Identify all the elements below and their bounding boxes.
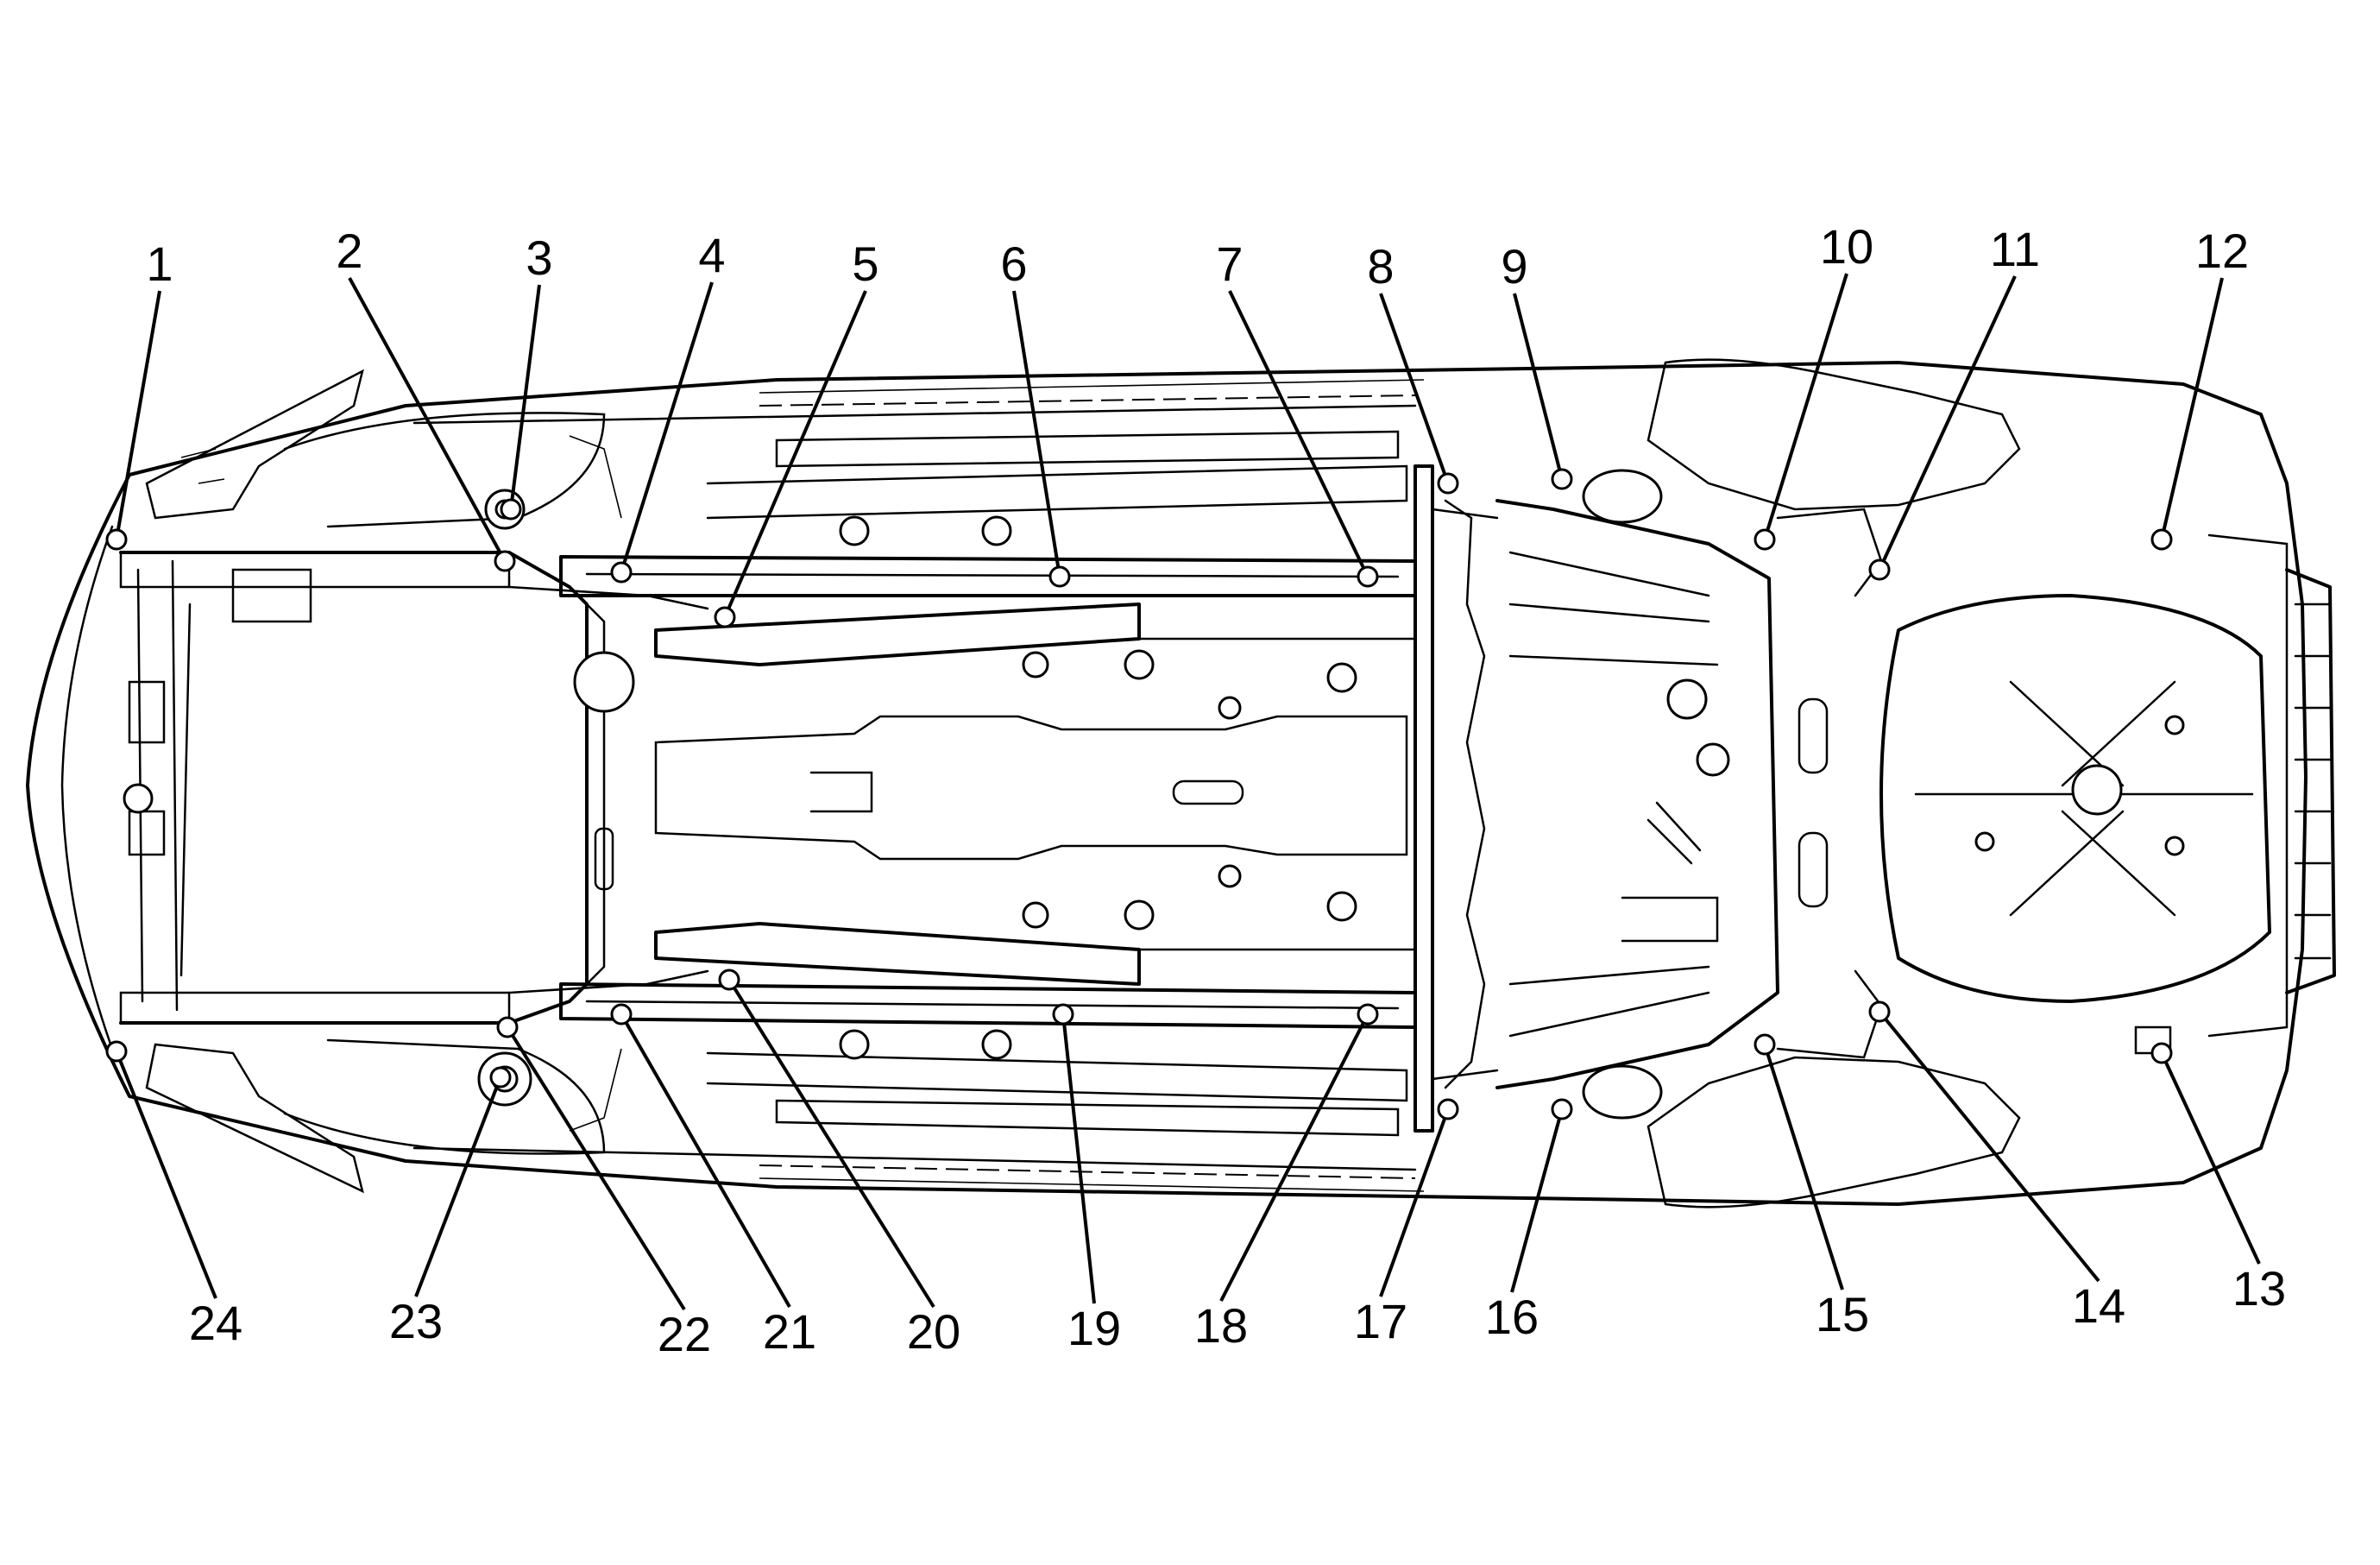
callout-point-19 — [1052, 1003, 1074, 1025]
callout-point-3 — [500, 498, 522, 521]
callout-leader-4 — [620, 281, 714, 573]
callout-label-4: 4 — [698, 228, 725, 282]
callout-point-23 — [489, 1066, 512, 1089]
callout-point-10 — [1754, 528, 1776, 551]
callout-point-5 — [714, 606, 736, 628]
callout-point-9 — [1551, 468, 1573, 490]
callout-label-16: 16 — [1485, 1290, 1539, 1344]
callout-leader-17 — [1379, 1108, 1450, 1297]
callout-point-22 — [496, 1016, 519, 1038]
callout-label-5: 5 — [852, 237, 878, 291]
callout-leader-3 — [509, 284, 541, 510]
callout-point-4 — [610, 561, 633, 584]
callout-leader-12 — [2160, 277, 2224, 540]
callout-leader-21 — [620, 1013, 791, 1308]
callout-leader-13 — [2160, 1052, 2261, 1265]
callout-label-12: 12 — [2195, 224, 2249, 278]
callout-label-6: 6 — [1000, 237, 1027, 291]
callout-point-6 — [1048, 565, 1071, 588]
callout-leader-2 — [348, 277, 507, 562]
callout-leader-24 — [115, 1051, 217, 1299]
callout-label-1: 1 — [146, 237, 173, 291]
rear-crossmember — [1414, 464, 1499, 1133]
callout-label-8: 8 — [1367, 239, 1394, 293]
callout-label-10: 10 — [1820, 219, 1873, 274]
engine-bay — [119, 551, 635, 1025]
callout-leader-16 — [1510, 1108, 1564, 1293]
callout-leader-9 — [1513, 293, 1564, 480]
callout-leader-5 — [723, 290, 867, 618]
callout-label-20: 20 — [907, 1304, 960, 1359]
callout-label-3: 3 — [526, 230, 552, 285]
callout-label-15: 15 — [1816, 1287, 1869, 1341]
rear-floor — [1495, 499, 1829, 1089]
callout-point-8 — [1437, 472, 1459, 495]
callout-point-2 — [494, 550, 516, 572]
callout-point-16 — [1551, 1098, 1573, 1120]
callout-leader-6 — [1012, 290, 1061, 577]
callout-leader-19 — [1061, 1013, 1096, 1304]
callout-label-11: 11 — [1990, 222, 2040, 276]
callout-label-21: 21 — [763, 1304, 816, 1359]
callout-leader-15 — [1763, 1044, 1844, 1290]
front-frame-rails — [119, 551, 709, 1025]
callout-label-19: 19 — [1067, 1301, 1121, 1355]
callout-leader-22 — [506, 1025, 686, 1311]
callout-point-14 — [1868, 1000, 1891, 1023]
callout-point-1 — [105, 528, 128, 551]
callout-label-22: 22 — [658, 1307, 711, 1361]
callout-point-12 — [2150, 528, 2173, 551]
callout-point-13 — [2150, 1042, 2173, 1064]
callout-point-17 — [1437, 1098, 1459, 1120]
callout-label-13: 13 — [2232, 1261, 2286, 1316]
callout-point-15 — [1754, 1033, 1776, 1056]
callout-point-21 — [610, 1003, 633, 1025]
center-tunnel — [654, 603, 1417, 986]
callout-leader-10 — [1763, 273, 1848, 540]
rear-wheel-well-left — [1582, 358, 2021, 597]
callout-point-11 — [1868, 558, 1891, 581]
callout-point-7 — [1357, 565, 1379, 588]
callout-point-20 — [718, 969, 740, 991]
callout-label-9: 9 — [1501, 239, 1527, 293]
rear-bumper — [2134, 533, 2336, 1055]
callout-label-24: 24 — [189, 1296, 242, 1350]
callout-label-17: 17 — [1354, 1294, 1407, 1348]
callout-leader-23 — [414, 1076, 502, 1297]
callout-point-18 — [1357, 1003, 1379, 1025]
callout-leader-11 — [1878, 275, 2017, 571]
rear-wheel-well-right — [1582, 969, 2021, 1208]
callout-label-14: 14 — [2072, 1278, 2125, 1333]
callout-leader-14 — [1878, 1010, 2100, 1283]
callout-leader-7 — [1228, 290, 1369, 577]
callout-label-18: 18 — [1194, 1298, 1248, 1353]
spare-tire-well — [1879, 594, 2271, 1003]
callout-leader-1 — [115, 290, 161, 540]
callout-label-2: 2 — [336, 224, 362, 278]
side-rails — [559, 430, 1417, 1137]
callout-label-23: 23 — [389, 1294, 443, 1348]
callout-leader-18 — [1219, 1013, 1369, 1302]
callout-leader-8 — [1379, 293, 1450, 484]
callout-leader-20 — [727, 978, 935, 1309]
callout-point-24 — [105, 1040, 128, 1063]
callout-label-7: 7 — [1216, 237, 1243, 291]
